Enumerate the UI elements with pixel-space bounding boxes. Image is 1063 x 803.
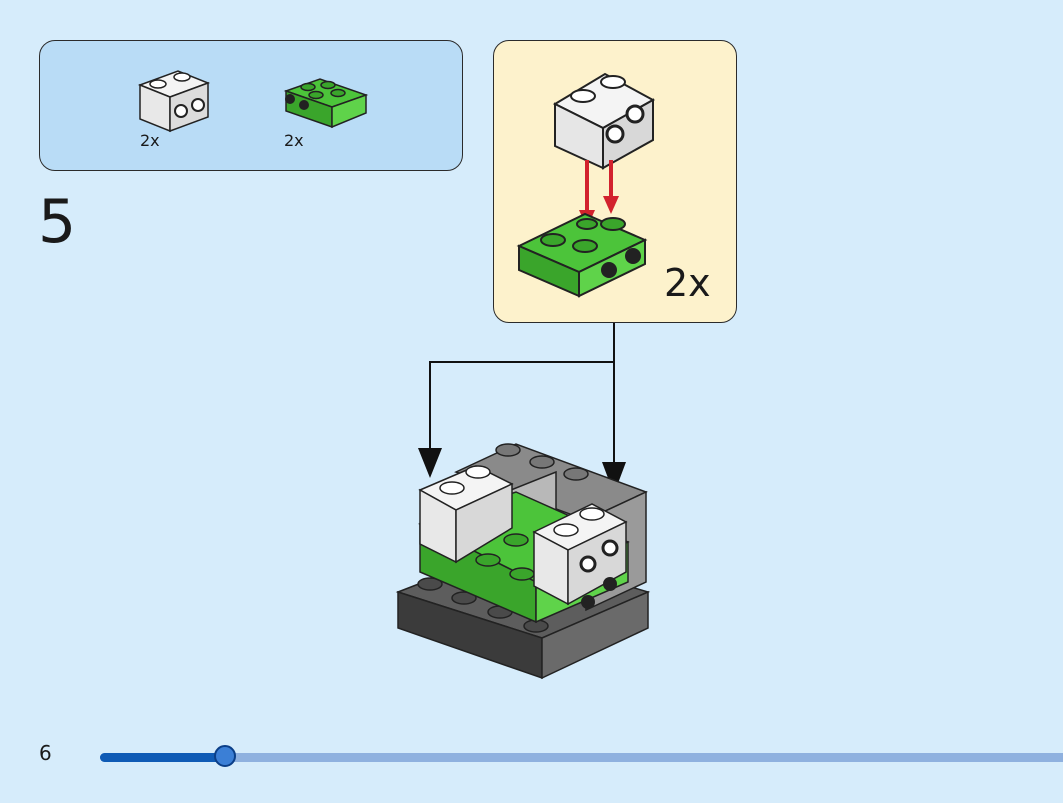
sub-assembly-illustration [516, 72, 656, 298]
green-plate-icon [283, 78, 369, 129]
part-count-green: 2x [284, 131, 304, 150]
progress-fill [100, 753, 226, 762]
main-model-illustration [395, 443, 651, 680]
step-number: 5 [38, 187, 77, 257]
progress-track [100, 753, 1063, 762]
page-number: 6 [39, 741, 52, 765]
progress-knob[interactable] [214, 745, 237, 767]
part-count-white: 2x [140, 131, 160, 150]
parts-list-box: 2x 2x [39, 40, 463, 171]
sub-assembly-multiplier: 2x [664, 261, 711, 305]
white-brick-icon [137, 70, 211, 133]
